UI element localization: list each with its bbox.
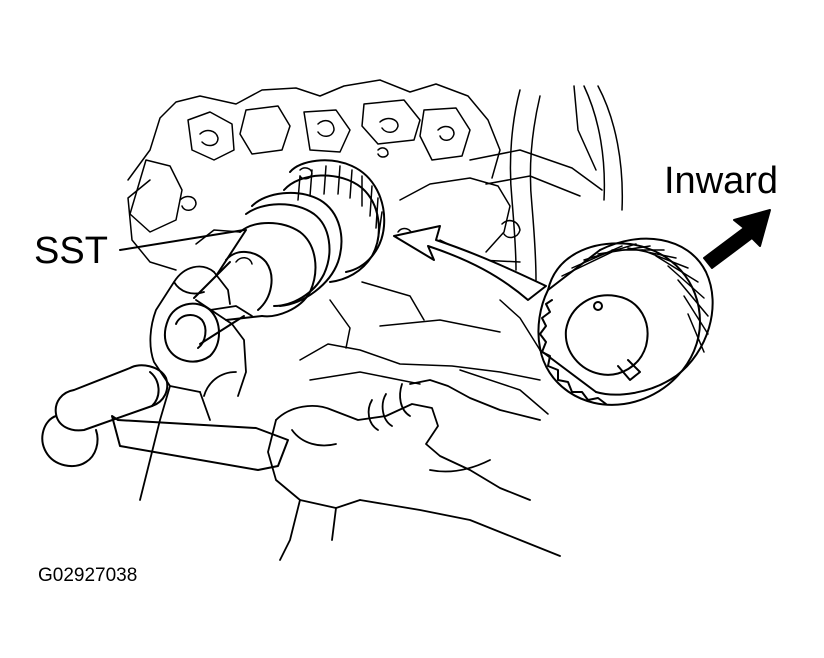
hammer bbox=[41, 364, 289, 471]
pulley-teeth bbox=[561, 243, 709, 353]
inward-label: Inward bbox=[664, 160, 779, 202]
inward-direction-arrow bbox=[703, 209, 771, 269]
sst-leader-line bbox=[119, 229, 245, 251]
install-direction-arrow bbox=[393, 225, 547, 301]
sst-tool bbox=[164, 159, 386, 363]
hand-holding-tool bbox=[139, 265, 253, 501]
sst-label: SST bbox=[34, 230, 108, 272]
figure-code: G02927038 bbox=[38, 565, 138, 586]
crank-sprocket-teeth bbox=[297, 165, 383, 241]
hand-holding-hammer bbox=[267, 379, 561, 561]
timing-pulley bbox=[537, 237, 714, 406]
